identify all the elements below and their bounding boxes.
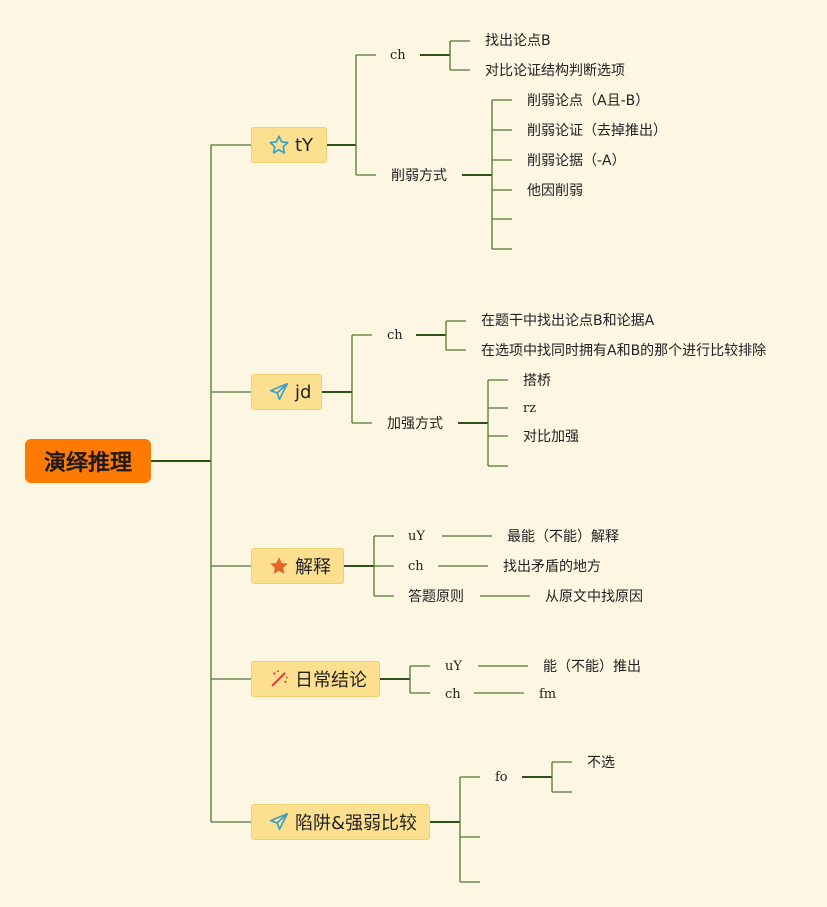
root-label: 演绎推理 xyxy=(43,451,132,476)
branch-node-daily-conclusion[interactable]: 日常结论 xyxy=(251,661,380,697)
leaf-node[interactable]: 能（不能）推出 xyxy=(543,659,641,675)
leaf-node[interactable]: 搭桥 xyxy=(523,373,551,389)
branch-node-traps[interactable]: 陷阱&强弱比较 xyxy=(251,804,430,840)
node-uy[interactable]: uY xyxy=(445,659,462,674)
root-node[interactable]: 演绎推理 xyxy=(25,439,151,483)
branch-node-jd[interactable]: jd xyxy=(251,374,322,410)
node-ch[interactable]: ch xyxy=(387,328,403,343)
leaf-node[interactable]: 从原文中找原因 xyxy=(545,589,643,605)
node-strengthen-methods[interactable]: 加强方式 xyxy=(387,416,443,432)
leaf-node[interactable]: 找出论点B xyxy=(485,33,551,49)
leaf-node[interactable]: 在题干中找出论点B和论据A xyxy=(481,313,655,329)
leaf-node[interactable]: 削弱论据（-A） xyxy=(527,153,626,169)
node-ch[interactable]: ch xyxy=(408,559,424,574)
leaf-node[interactable]: 对比加强 xyxy=(523,429,579,445)
branch-node-ty[interactable]: tY xyxy=(251,127,327,163)
branch-label: 解释 xyxy=(295,557,331,578)
branch-node-explain[interactable]: 解释 xyxy=(251,548,344,584)
star-filled-icon xyxy=(268,555,290,577)
node-answer-principle[interactable]: 答题原则 xyxy=(408,589,464,605)
node-fo[interactable]: fo xyxy=(495,770,508,785)
leaf-node[interactable]: 削弱论证（去掉推出） xyxy=(527,123,667,139)
leaf-node[interactable]: 在选项中找同时拥有A和B的那个进行比较排除 xyxy=(481,343,767,359)
paper-plane-icon xyxy=(268,381,290,403)
branch-label: jd xyxy=(295,381,312,403)
node-weaken-methods[interactable]: 削弱方式 xyxy=(391,168,447,184)
leaf-node[interactable]: 对比论证结构判断选项 xyxy=(485,63,625,79)
leaf-node[interactable]: 他因削弱 xyxy=(527,183,583,199)
branch-label: 日常结论 xyxy=(295,670,367,691)
leaf-node[interactable]: rz xyxy=(523,401,537,416)
paper-plane-icon xyxy=(268,811,290,833)
branch-label: tY xyxy=(295,134,314,156)
node-uy[interactable]: uY xyxy=(408,529,425,544)
leaf-node[interactable]: 削弱论点（A且-B） xyxy=(527,93,650,109)
leaf-node[interactable]: 不选 xyxy=(587,755,615,771)
node-ch[interactable]: ch xyxy=(445,687,461,702)
magic-wand-icon xyxy=(268,668,290,690)
leaf-node[interactable]: 最能（不能）解释 xyxy=(507,529,619,545)
star-outline-icon xyxy=(268,134,290,156)
leaf-node[interactable]: fm xyxy=(539,687,557,702)
leaf-node[interactable]: 找出矛盾的地方 xyxy=(503,559,601,575)
branch-label: 陷阱&强弱比较 xyxy=(295,813,418,834)
node-ch[interactable]: ch xyxy=(390,48,406,63)
